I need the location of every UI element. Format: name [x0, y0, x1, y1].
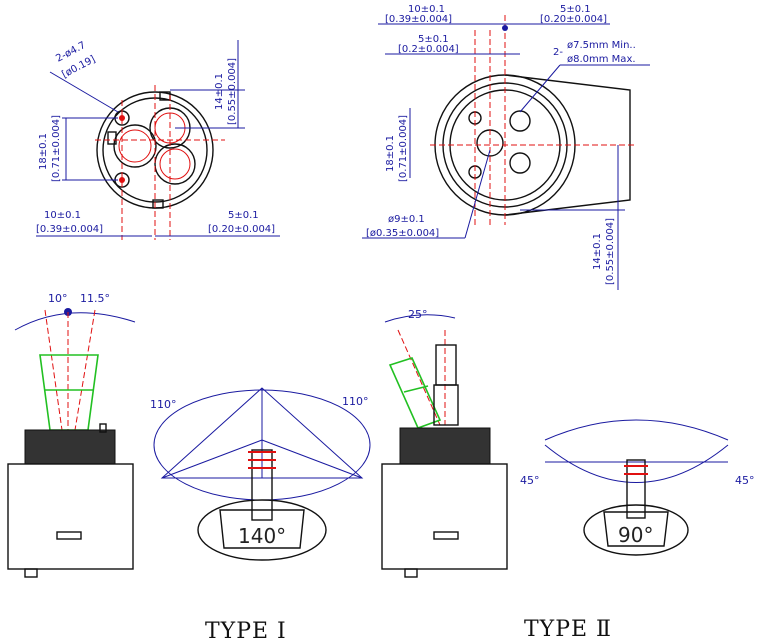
- type1-arc-right: 110°: [342, 395, 369, 408]
- dimensions-right: 10±0.1 [0.39±0.004] 5±0.1 [0.20±0.004] 5…: [362, 4, 650, 290]
- type1-angle-a: 10°: [48, 292, 68, 305]
- r-dim-5b-label: 5±0.1: [418, 34, 449, 45]
- type2-rotation: 90°: [618, 523, 653, 547]
- r-holes-prefix: 2-: [553, 47, 563, 58]
- type2-arc-right: 45°: [735, 474, 755, 487]
- type2-top-view: 45° 45° 90° TYPE Ⅱ: [520, 419, 755, 642]
- dim-18-label: 18±0.1: [38, 133, 49, 170]
- dim-10-inch-label: [0.39±0.004]: [36, 224, 103, 235]
- r-dim-5b-inch-label: [0.2±0.004]: [398, 44, 459, 55]
- r-dim-18-label: 18±0.1: [385, 135, 396, 172]
- type2-arc-left: 45°: [520, 474, 540, 487]
- dim-14-inch-label: [0.55±0.004]: [227, 58, 238, 125]
- type1-arc-left: 110°: [150, 398, 177, 411]
- r-dim-14-inch-label: [0.55±0.004]: [605, 218, 616, 285]
- type1-label: TYPE Ⅰ: [205, 619, 287, 644]
- r-dim-9-label: ø9±0.1: [388, 214, 425, 225]
- r-dim-5a-label: 5±0.1: [560, 4, 591, 15]
- dim-14-label: 14±0.1: [214, 73, 225, 110]
- type2-label: TYPE Ⅱ: [524, 617, 612, 642]
- dim-18-inch-label: [0.71±0.004]: [51, 115, 62, 182]
- r-dim-14-label: 14±0.1: [592, 233, 603, 270]
- type1-top-view: 110° 110° 140° TYPE Ⅰ: [150, 387, 371, 644]
- r-dim-18-inch-label: [0.71±0.004]: [398, 115, 409, 182]
- dim-5-label: 5±0.1: [228, 210, 259, 221]
- r-dim-9-inch-label: [ø0.35±0.004]: [366, 228, 439, 239]
- type2-side-view: 25°: [381, 308, 508, 578]
- type1-rotation: 140°: [238, 524, 286, 548]
- r-dim-5a-inch-label: [0.20±0.004]: [540, 14, 607, 25]
- dim-10-label: 10±0.1: [44, 210, 81, 221]
- r-dim-10-label: 10±0.1: [408, 4, 445, 15]
- dim-5-inch-label: [0.20±0.004]: [208, 224, 275, 235]
- seat-view-right: [430, 15, 635, 225]
- r-dim-10-inch-label: [0.39±0.004]: [385, 14, 452, 25]
- bottom-view-left: [95, 85, 225, 240]
- type1-side-view: 10° 11.5°: [7, 292, 136, 578]
- type1-angle-b: 11.5°: [80, 292, 110, 305]
- r-hole-max-label: ø8.0mm Max.: [567, 54, 636, 65]
- r-hole-min-label: ø7.5mm Min..: [567, 40, 636, 51]
- dimensions-left: 2-ø4.7 [ø0.19] 14±0.1 [0.55±0.004] 18±0.…: [36, 40, 280, 237]
- type2-angle: 25°: [408, 308, 428, 321]
